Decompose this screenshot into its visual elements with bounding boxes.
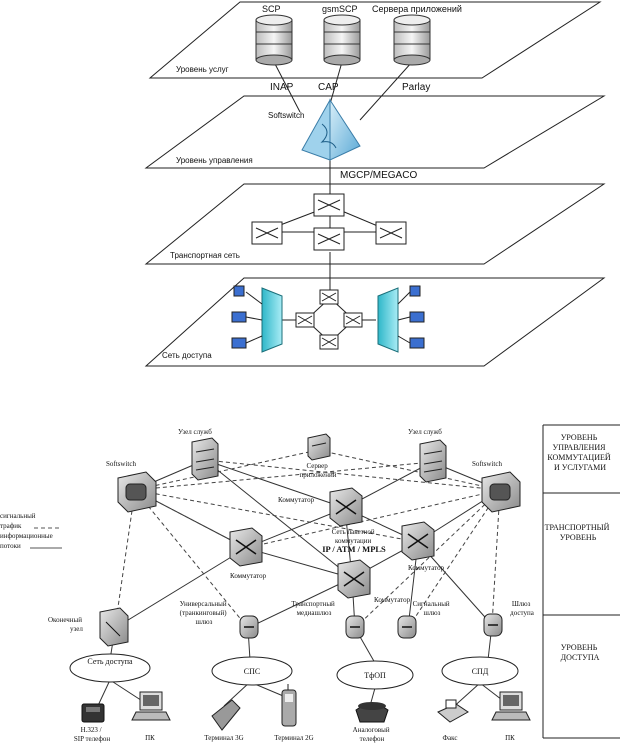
transport-switch-right-icon [375,221,407,245]
plane-label-transport: Транспортная сеть [170,251,240,260]
app-servers-database-icon [393,14,431,66]
protocol-inap: INAP [270,82,294,93]
terminal-2g-icon [281,684,297,727]
access-terminals-left [231,285,263,349]
pc-left-icon [131,691,171,721]
server-label-gsmscp: gsmSCP [322,4,358,14]
switch-right-icon [401,521,435,561]
legend-signal-label: сигнальный трафик [0,512,37,530]
gsmscp-database-icon [323,14,361,66]
protocol-parlay: Parlay [402,82,430,93]
label-switch-center: Коммутатор [374,596,411,604]
protocol-mgcp-megaco: MGCP/MEGACO [340,170,417,181]
access-panel-left [261,287,283,353]
switch-left-icon [229,527,263,567]
softswitch-right-icon [481,471,521,513]
softswitch-left-icon [117,471,157,513]
access-ring [295,289,363,350]
level-label-access: УРОВЕНЬ ДОСТУПА [561,643,600,662]
terminal-node-icon [99,607,129,647]
label-media-gateway: Транспортный медиашлюз [291,600,336,617]
sip-phone-icon [81,703,105,723]
label-fax: Факс [443,734,458,742]
network-label-access: Сеть доступа [87,657,133,666]
switch-center-icon [337,559,371,599]
label-softswitch-right: Softswitch [472,460,502,468]
network-access-ellipse [69,653,151,683]
label-pc-right: ПК [505,734,515,742]
access-terminals-right [397,285,425,349]
plane-label-access: Сеть доступа [162,351,212,360]
pc-right-icon [491,691,531,721]
label-terminal-3g: Терминал 3G [204,734,243,742]
control-plane [144,95,606,169]
legend-info-label: информационные потоки [0,532,54,550]
label-analog-phone: Аналоговый телефон [353,726,392,743]
universal-gateway-icon [239,615,259,639]
network-label-sps: СПС [244,667,260,676]
server-label-scp: SCP [262,4,281,14]
scp-database-icon [255,14,293,66]
network-label-spd: СПД [472,667,489,676]
signal-gateway-icon [397,615,417,639]
level-label-control: УРОВЕНЬ УПРАВЛЕНИЯ КОММУТАЦИЕЙ И УСЛУГАМ… [547,433,612,472]
label-softswitch-left: Softswitch [106,460,136,468]
plane-label-control: Уровень управления [176,156,253,165]
label-terminal-node: Оконечный узел [48,616,84,633]
softswitch-label: Softswitch [268,111,304,120]
label-terminal-2g: Терминал 2G [274,734,313,742]
transport-switch-left-icon [251,221,283,245]
label-service-node-right: Узел служб [408,428,442,436]
network-sps-ellipse [211,656,293,686]
access-panel-right [377,287,399,353]
label-sip-phone: H.323 / SIP телефон [74,726,110,743]
label-access-gateway: Шлюз доступа [510,600,535,617]
label-switch-left: Коммутатор [230,572,267,580]
softswitch-pyramid-icon [301,98,361,161]
service-node-right-icon [419,439,447,483]
network-label-tfop: ТфОП [364,671,386,680]
transport-switch-top-icon [313,193,345,217]
label-service-node-left: Узел служб [178,428,212,436]
terminal-3g-icon [211,699,241,731]
label-switch-top: Коммутатор [278,496,315,504]
label-universal-gateway: Универсальный (транкинговый) шлюз [180,600,229,626]
label-packet-network: Сеть пакетной коммутации IP / ATM / MPLS [322,528,386,554]
transport-switch-center-icon [313,227,345,251]
media-gateway-icon [345,615,365,639]
switch-top-icon [329,487,363,527]
label-pc-left: ПК [145,734,155,742]
top-layered-diagram: SCP gsmSCP Сервера приложений Уровень ус… [144,1,606,367]
label-signal-gateway: Сигнальный шлюз [413,600,452,617]
label-switch-right: Коммутатор [408,564,445,572]
analog-phone-icon [355,702,389,723]
access-gateway-icon [483,613,503,637]
bottom-network-diagram: УРОВЕНЬ УПРАВЛЕНИЯ КОММУТАЦИЕЙ И УСЛУГАМ… [0,424,620,743]
level-label-transport: ТРАНСПОРТНЫЙ УРОВЕНЬ [545,523,612,542]
plane-label-services: Уровень услуг [176,65,229,74]
label-app-server: Сервер приложений [300,462,337,479]
network-spd-ellipse [441,656,519,686]
service-node-left-icon [191,437,219,481]
fax-icon [437,699,469,723]
access-plane [144,277,606,367]
app-server-icon [307,433,331,461]
server-label-app: Сервера приложений [372,4,462,14]
protocol-cap: CAP [318,82,339,93]
network-tfop-ellipse [336,660,414,690]
